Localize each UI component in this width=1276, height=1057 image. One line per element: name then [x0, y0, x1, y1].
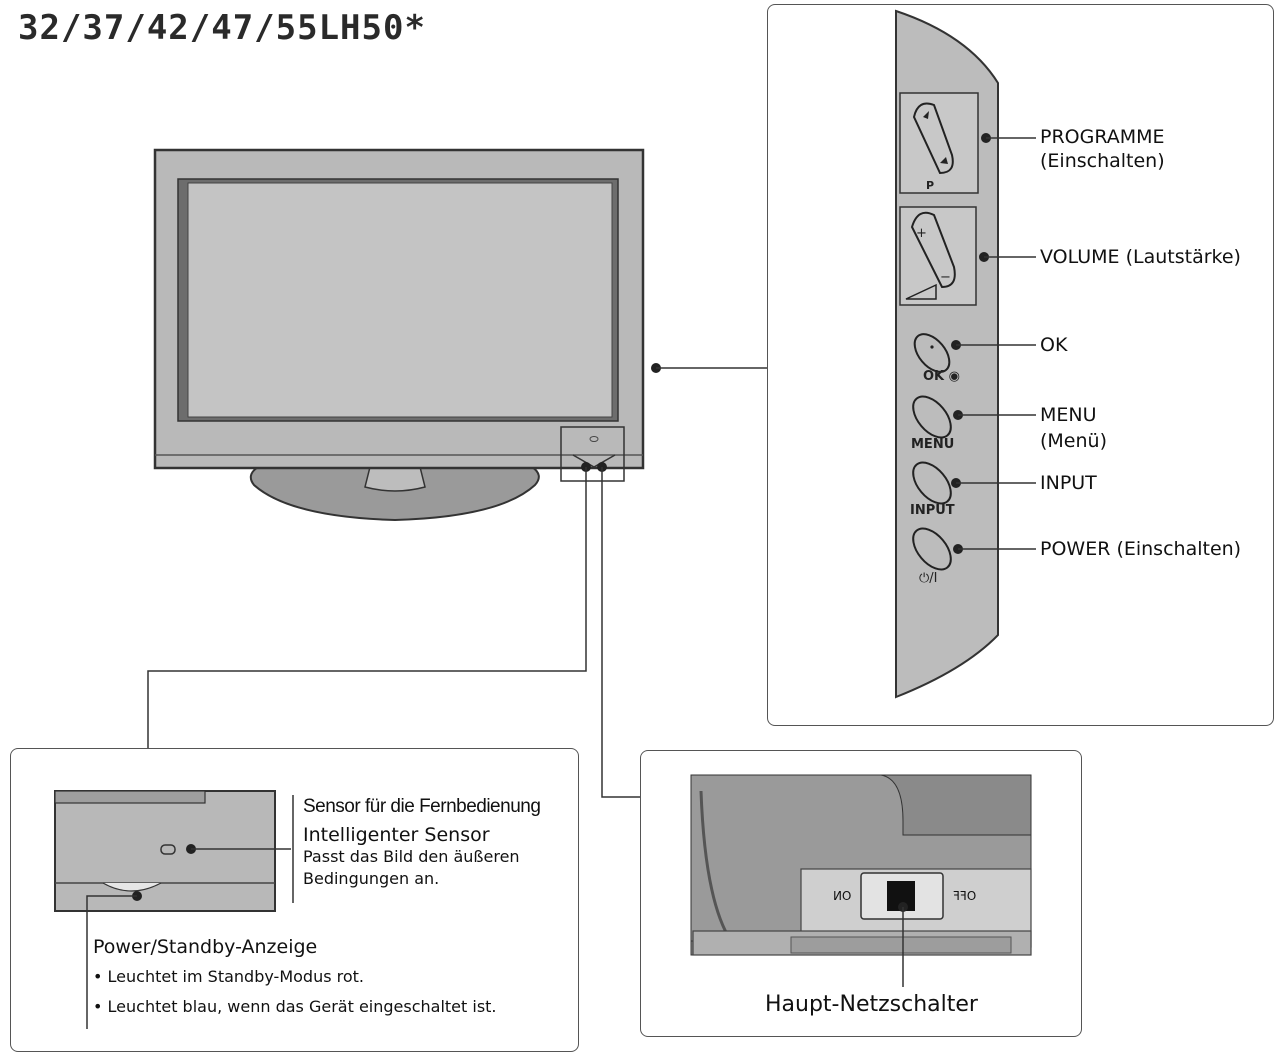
sensor-label: Sensor für die Fernbedienung — [303, 796, 541, 817]
tv-stand-neck — [364, 466, 426, 492]
switch-closeup — [690, 774, 1032, 987]
switch-off-label: OFF — [953, 889, 977, 903]
tv-illustration — [153, 148, 645, 522]
tv-screen — [187, 182, 613, 418]
model-title: 32/37/42/47/55LH50* — [18, 8, 426, 48]
sensor-highlight-box — [560, 426, 625, 482]
switch-on-label: ON — [833, 889, 852, 903]
intelligent-sensor-desc-2: Bedingungen an. — [303, 869, 440, 888]
standby-bullet-2: • Leuchtet blau, wenn das Gerät eingesch… — [93, 997, 497, 1016]
standby-title: Power/Standby-Anzeige — [93, 936, 318, 958]
controls-panel: P + − OK ◉ MENU INPUT ⏻/I PROGRAMME (Ein… — [767, 4, 1274, 726]
svg-text:+: + — [916, 226, 927, 241]
tv-stand — [249, 466, 540, 522]
sensor-panel: Sensor für die Fernbedienung Intelligent… — [10, 748, 579, 1052]
side-controls-illustration: P + − — [895, 9, 1036, 699]
input-button-text: INPUT — [910, 503, 955, 518]
menu-button-text: MENU — [911, 437, 955, 452]
volume-label: VOLUME (Lautstärke) — [1040, 246, 1241, 268]
ok-button-text: OK ◉ — [923, 369, 960, 384]
power-label: POWER (Einschalten) — [1040, 538, 1242, 560]
ok-label: OK — [1040, 334, 1068, 356]
input-label: INPUT — [1040, 472, 1097, 494]
standby-bullet-1: • Leuchtet im Standby-Modus rot. — [93, 967, 365, 986]
main-switch-caption: Haupt-Netzschalter — [765, 992, 978, 1017]
intelligent-sensor-desc-1: Passt das Bild den äußeren — [303, 847, 520, 866]
intelligent-sensor-title: Intelligenter Sensor — [303, 824, 490, 846]
svg-text:−: − — [940, 270, 951, 285]
power-button-text: ⏻/I — [919, 571, 938, 586]
programme-label: PROGRAMME — [1040, 126, 1165, 148]
switch-panel: ON OFF Haupt-Netzschalter — [640, 750, 1082, 1037]
programme-button-text: P — [926, 179, 934, 192]
programme-sub-label: (Einschalten) — [1040, 150, 1165, 172]
menu-label: MENU — [1040, 404, 1097, 426]
menu-sub-label: (Menü) — [1040, 430, 1107, 452]
sensor-closeup — [54, 790, 294, 1029]
